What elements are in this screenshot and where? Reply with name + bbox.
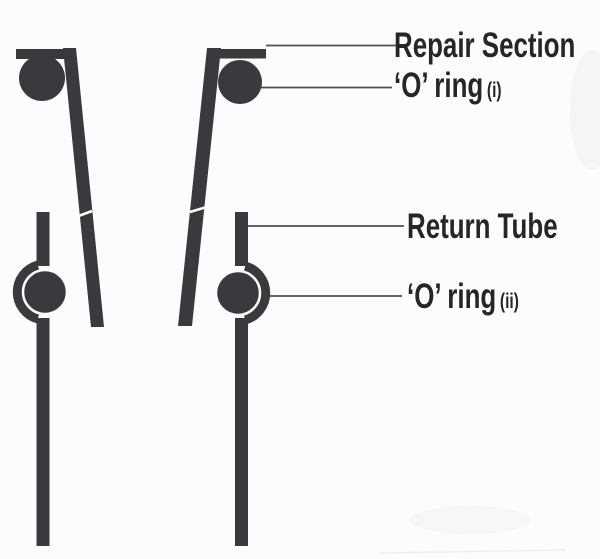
repair-flange-right — [210, 49, 266, 59]
return-tube-upper-right — [235, 212, 248, 266]
o-ring-ii-right — [214, 269, 262, 317]
o-ring-ii-label: ‘O’ ring (ii) — [407, 279, 519, 314]
assembly-left — [12, 48, 104, 546]
o-ring-i-right — [218, 60, 262, 104]
return-tube-lower-right — [235, 318, 248, 546]
o-ring-socket-left — [12, 260, 40, 324]
leader-lines — [248, 44, 404, 297]
return-tube-label: Return Tube — [407, 209, 558, 244]
repair-section-label: Repair Section — [394, 28, 575, 63]
repair-section-tube-left — [63, 48, 104, 327]
o-ring-socket-right — [243, 261, 271, 325]
return-tube-lower-left — [36, 318, 50, 546]
o-ring-ii-label-index: (ii) — [499, 290, 519, 313]
o-ring-i-left — [19, 55, 65, 101]
repair-flange-left — [16, 49, 75, 59]
scan-artifacts — [379, 50, 600, 554]
return-tube-upper-left — [36, 212, 50, 266]
o-ring-i-label: ‘O’ ring (i) — [394, 68, 502, 103]
tube-joint-break-left — [75, 209, 93, 219]
repair-section-tube-right — [178, 48, 221, 326]
tube-joint-break-right — [189, 206, 206, 214]
o-ring-ii-label-text: ‘O’ ring — [407, 277, 497, 316]
o-ring-i-label-text: ‘O’ ring — [394, 66, 484, 105]
repair-section-label-text: Repair Section — [394, 26, 576, 65]
assembly-right — [178, 48, 271, 546]
o-ring-ii-left — [21, 268, 69, 316]
return-tube-label-text: Return Tube — [407, 207, 558, 246]
o-ring-i-label-index: (i) — [486, 79, 502, 102]
